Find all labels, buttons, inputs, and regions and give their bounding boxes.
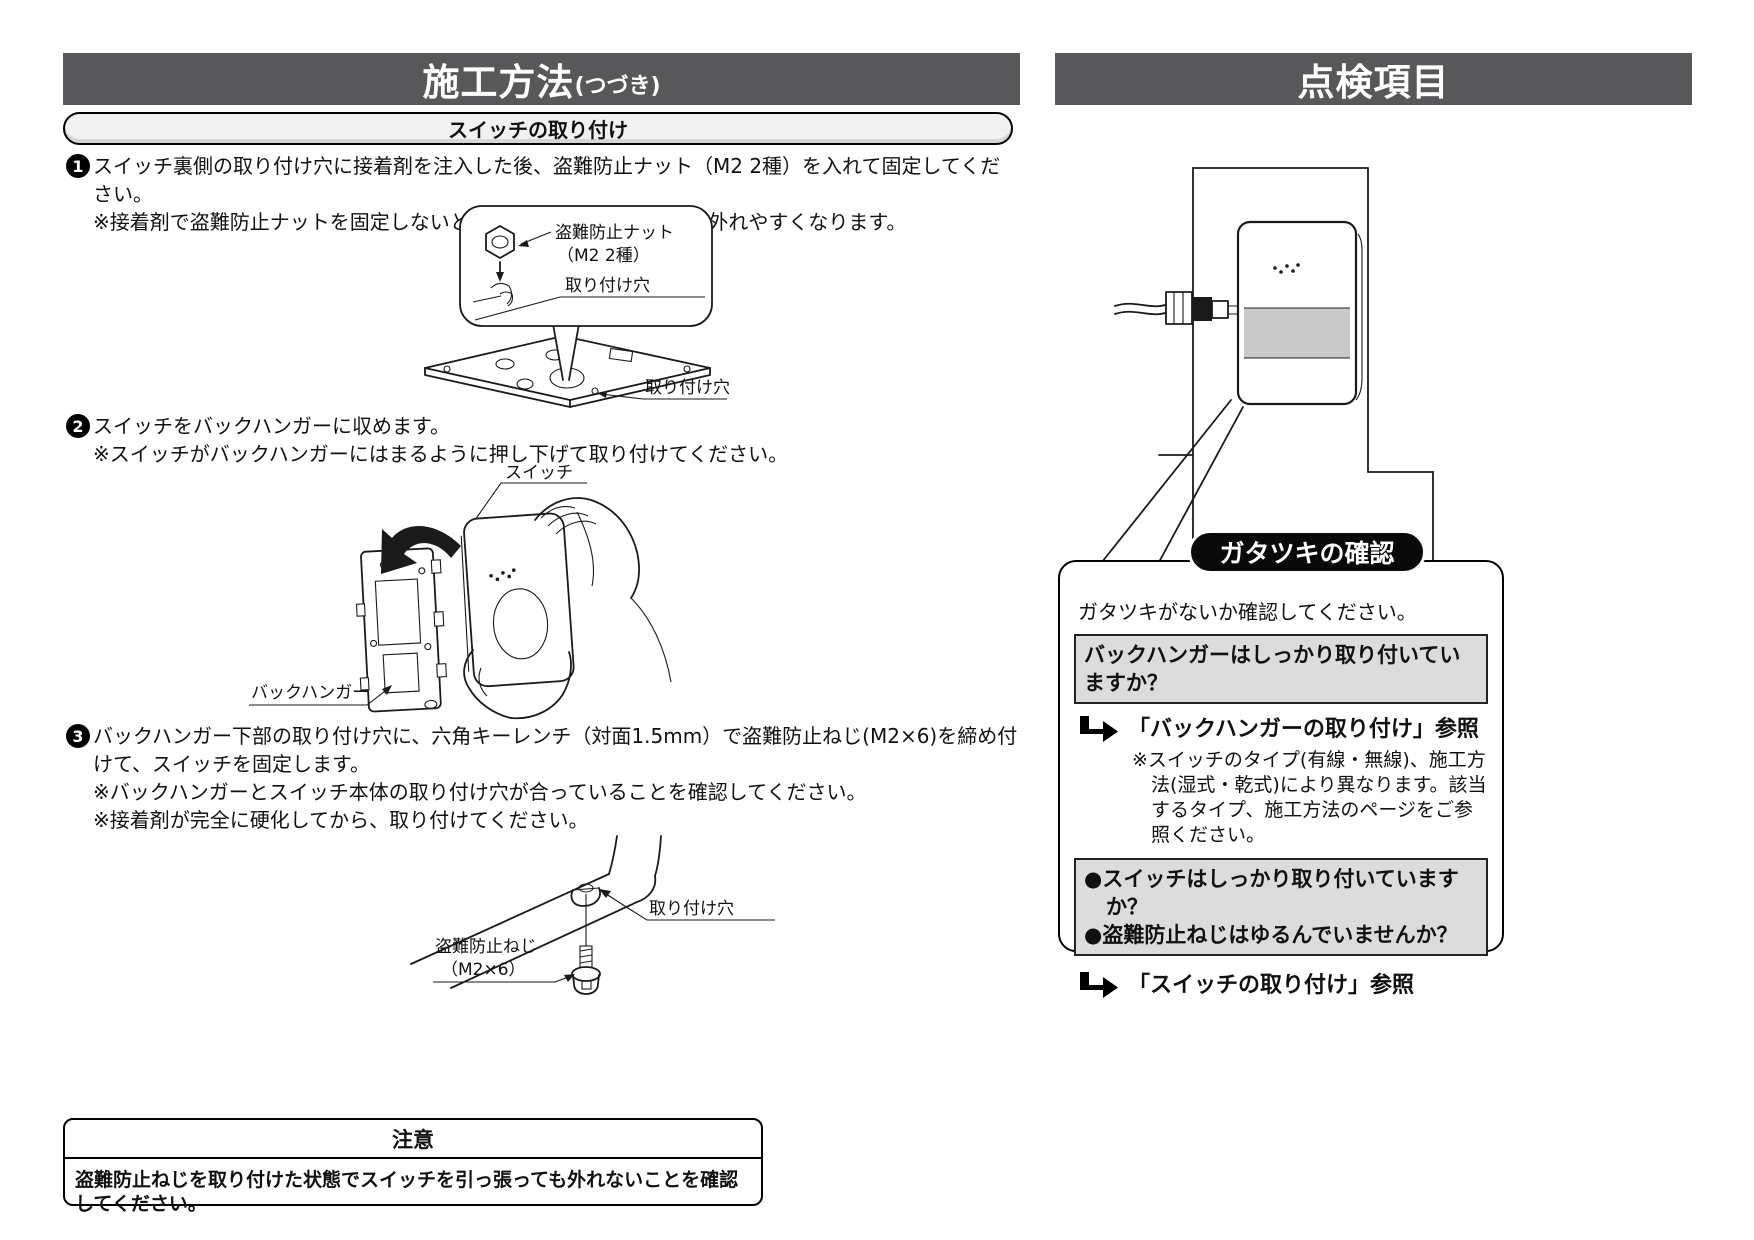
step-3: 3 バックハンガー下部の取り付け穴に、六角キーレンチ（対面1.5mm）で盗難防止… bbox=[66, 722, 1021, 834]
nut-label: 盗難防止ナット bbox=[555, 223, 674, 243]
left-section-header: 施工方法 (つづき) bbox=[63, 53, 1020, 105]
right-header-title: 点検項目 bbox=[1297, 61, 1450, 104]
anti-theft-screw bbox=[571, 945, 601, 995]
bottom-hole-label: 取り付け穴 bbox=[649, 899, 734, 919]
step-2: 2 スイッチをバックハンガーに収めます。 ※スイッチがバックハンガーにはまるよう… bbox=[66, 412, 1011, 468]
reference-row-2: 「スイッチの取り付け」参照 bbox=[1080, 972, 1488, 1000]
figure-switch-on-hanger: スイッチ bbox=[249, 463, 672, 720]
caution-text: 盗難防止ねじを取り付けた状態でスイッチを引っ張っても外れないことを確認してくださ… bbox=[75, 1169, 739, 1215]
mounted-switch bbox=[1236, 220, 1363, 406]
check-intro: ガタツキがないか確認してください。 bbox=[1078, 600, 1417, 624]
step-3-text: バックハンガー下部の取り付け穴に、六角キーレンチ（対面1.5mm）で盗難防止ねじ… bbox=[93, 724, 1018, 776]
step-3-note-2: ※接着剤が完全に硬化してから、取り付けてください。 bbox=[93, 808, 589, 832]
reference-arrow-icon bbox=[1080, 972, 1118, 998]
nut-label-sub: （M2 2種） bbox=[557, 246, 650, 266]
lower-hand bbox=[463, 597, 672, 720]
press-down-arrow bbox=[381, 526, 461, 574]
subsection-title: スイッチの取り付け bbox=[448, 118, 628, 142]
screw-label-sub: （M2×6） bbox=[441, 960, 526, 980]
figure-mounted-switch-wall bbox=[1101, 167, 1434, 563]
left-header-title: 施工方法 bbox=[422, 61, 575, 104]
check-question-2-item-1: ●スイッチはしっかり取り付いていますか？ bbox=[1084, 867, 1459, 919]
connector-cable bbox=[1114, 291, 1238, 325]
step-2-number: 2 bbox=[66, 414, 90, 438]
callout-hole-label: 取り付け穴 bbox=[565, 276, 650, 296]
pointer-line-left bbox=[1101, 399, 1232, 563]
right-section-header: 点検項目 bbox=[1055, 53, 1692, 105]
reference-row-1: 「バックハンガーの取り付け」参照 bbox=[1080, 716, 1488, 744]
hanger-label: バックハンガー bbox=[251, 683, 369, 703]
reference-1-label: 「バックハンガーの取り付け」参照 bbox=[1128, 717, 1479, 742]
screw-label: 盗難防止ねじ bbox=[435, 937, 537, 957]
callout-bubble bbox=[459, 205, 713, 327]
reference-arrow-icon bbox=[1080, 716, 1118, 742]
caution-title: 注意 bbox=[65, 1120, 761, 1159]
check-banner-label: ガタツキの確認 bbox=[1219, 539, 1395, 568]
pointer-line-right bbox=[1158, 406, 1244, 563]
check-question-1: バックハンガーはしっかり取り付いていますか？ bbox=[1074, 634, 1488, 704]
step-3-note-1: ※バックハンガーとスイッチ本体の取り付け穴が合っていることを確認してください。 bbox=[93, 780, 867, 804]
reference-1-note: ※スイッチのタイプ(有線・無線)、施工方法(湿式・乾式)により異なります。該当す… bbox=[1132, 749, 1487, 846]
left-header-suffix: (つづき) bbox=[574, 74, 661, 99]
switch-display-band bbox=[1244, 308, 1350, 358]
plate-hole-label: 取り付け穴 bbox=[645, 378, 730, 398]
switch-side-edge-left bbox=[608, 835, 618, 875]
figure-screw-installation: 取り付け穴 盗難防止ねじ （M2×6） bbox=[410, 835, 775, 995]
switch-body bbox=[460, 512, 575, 688]
step-1-text: スイッチ裏側の取り付け穴に接着剤を注入した後、盗難防止ナット（M2 2種）を入れ… bbox=[93, 154, 1001, 206]
check-question-2: ●スイッチはしっかり取り付いていますか？ ●盗難防止ねじはゆるんでいませんか？ bbox=[1074, 858, 1488, 956]
step-3-number: 3 bbox=[66, 724, 90, 748]
check-question-2-item-2: ●盗難防止ねじはゆるんでいませんか？ bbox=[1084, 923, 1458, 947]
check-content-box: ガタツキがないか確認してください。 バックハンガーはしっかり取り付いていますか？… bbox=[1058, 560, 1504, 998]
figure-nut-installation: 盗難防止ナット （M2 2種） 取り付け穴 取り付け穴 bbox=[424, 205, 730, 408]
subsection-title-box: スイッチの取り付け bbox=[63, 112, 1013, 145]
caution-box: 注意 盗難防止ねじを取り付けた状態でスイッチを引っ張っても外れないことを確認して… bbox=[63, 1118, 763, 1215]
anti-theft-nut bbox=[485, 225, 515, 259]
switch-label: スイッチ bbox=[505, 463, 573, 483]
check-banner: ガタツキの確認 bbox=[1188, 530, 1426, 574]
step-1-number: 1 bbox=[66, 154, 90, 178]
step-2-note: ※スイッチがバックハンガーにはまるように押し下げて取り付けてください。 bbox=[93, 442, 789, 466]
reference-2-label: 「スイッチの取り付け」参照 bbox=[1128, 973, 1415, 998]
back-hanger bbox=[355, 547, 447, 713]
step-2-text: スイッチをバックハンガーに収めます。 bbox=[93, 414, 450, 438]
check-question-1-text: バックハンガーはしっかり取り付いていますか？ bbox=[1084, 643, 1461, 695]
upper-hand bbox=[534, 497, 640, 599]
callout-tail bbox=[553, 324, 579, 380]
